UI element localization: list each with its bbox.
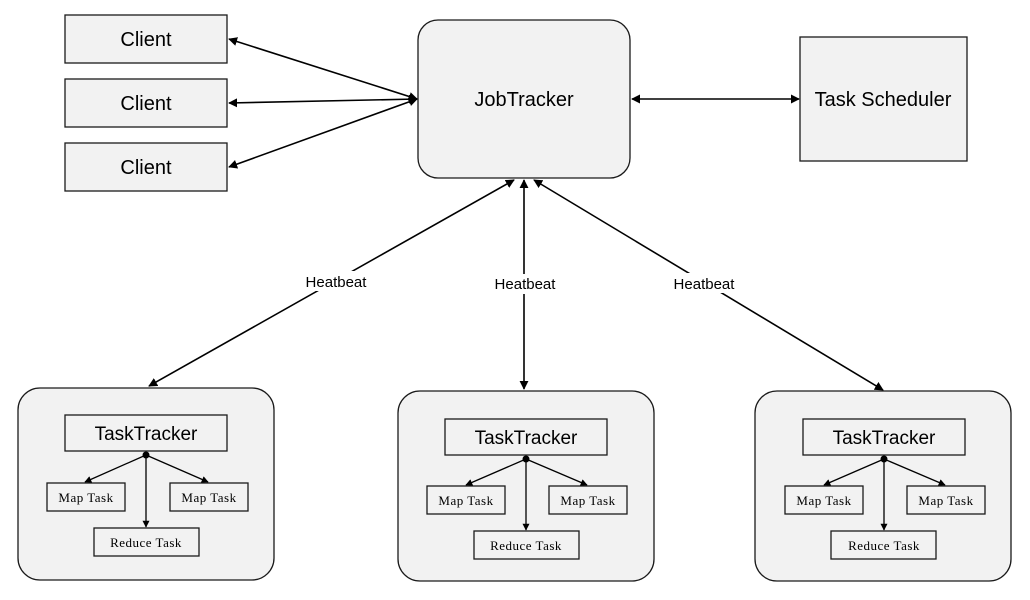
map-task-label: Map Task: [58, 490, 113, 505]
client-label: Client: [120, 93, 172, 115]
edge-client1-jobtracker: [228, 37, 418, 101]
reduce-task-label: Reduce Task: [490, 538, 562, 553]
map-task-label: Map Task: [438, 493, 493, 508]
tasktracker-group-3: TaskTracker Map Task Map Task Reduce Tas…: [754, 390, 1012, 582]
client-label: Client: [120, 29, 172, 51]
tasktracker-group-1: TaskTracker Map Task Map Task Reduce Tas…: [17, 387, 275, 581]
client-label: Client: [120, 157, 172, 179]
map-task-label: Map Task: [796, 493, 851, 508]
jobtracker-label: JobTracker: [474, 89, 574, 111]
heartbeat-label-bg: [668, 273, 740, 293]
reduce-task-label: Reduce Task: [110, 535, 182, 550]
tasktracker-label: TaskTracker: [475, 428, 578, 449]
heartbeat-label-1: Heatbeat: [306, 274, 368, 291]
heartbeat-label-2: Heatbeat: [495, 276, 557, 293]
client-node-1: Client: [64, 14, 228, 64]
jobtracker-node: JobTracker: [417, 19, 631, 179]
map-task-label: Map Task: [560, 493, 615, 508]
task-scheduler-label: Task Scheduler: [815, 89, 952, 111]
client-node-3: Client: [64, 142, 228, 192]
map-task-label: Map Task: [918, 493, 973, 508]
edge-client3-jobtracker: [228, 97, 418, 169]
heartbeat-label-3: Heatbeat: [674, 276, 736, 293]
heartbeat-label-bg: [489, 274, 561, 294]
map-task-label: Map Task: [181, 490, 236, 505]
task-scheduler-node: Task Scheduler: [799, 36, 968, 162]
reduce-task-label: Reduce Task: [848, 538, 920, 553]
heartbeat-label-bg: [300, 271, 372, 291]
tasktracker-label: TaskTracker: [833, 428, 936, 449]
edge-client2-jobtracker: [228, 94, 418, 108]
tasktracker-group-2: TaskTracker Map Task Map Task Reduce Tas…: [397, 390, 655, 582]
tasktracker-label: TaskTracker: [95, 424, 198, 445]
client-node-2: Client: [64, 78, 228, 128]
